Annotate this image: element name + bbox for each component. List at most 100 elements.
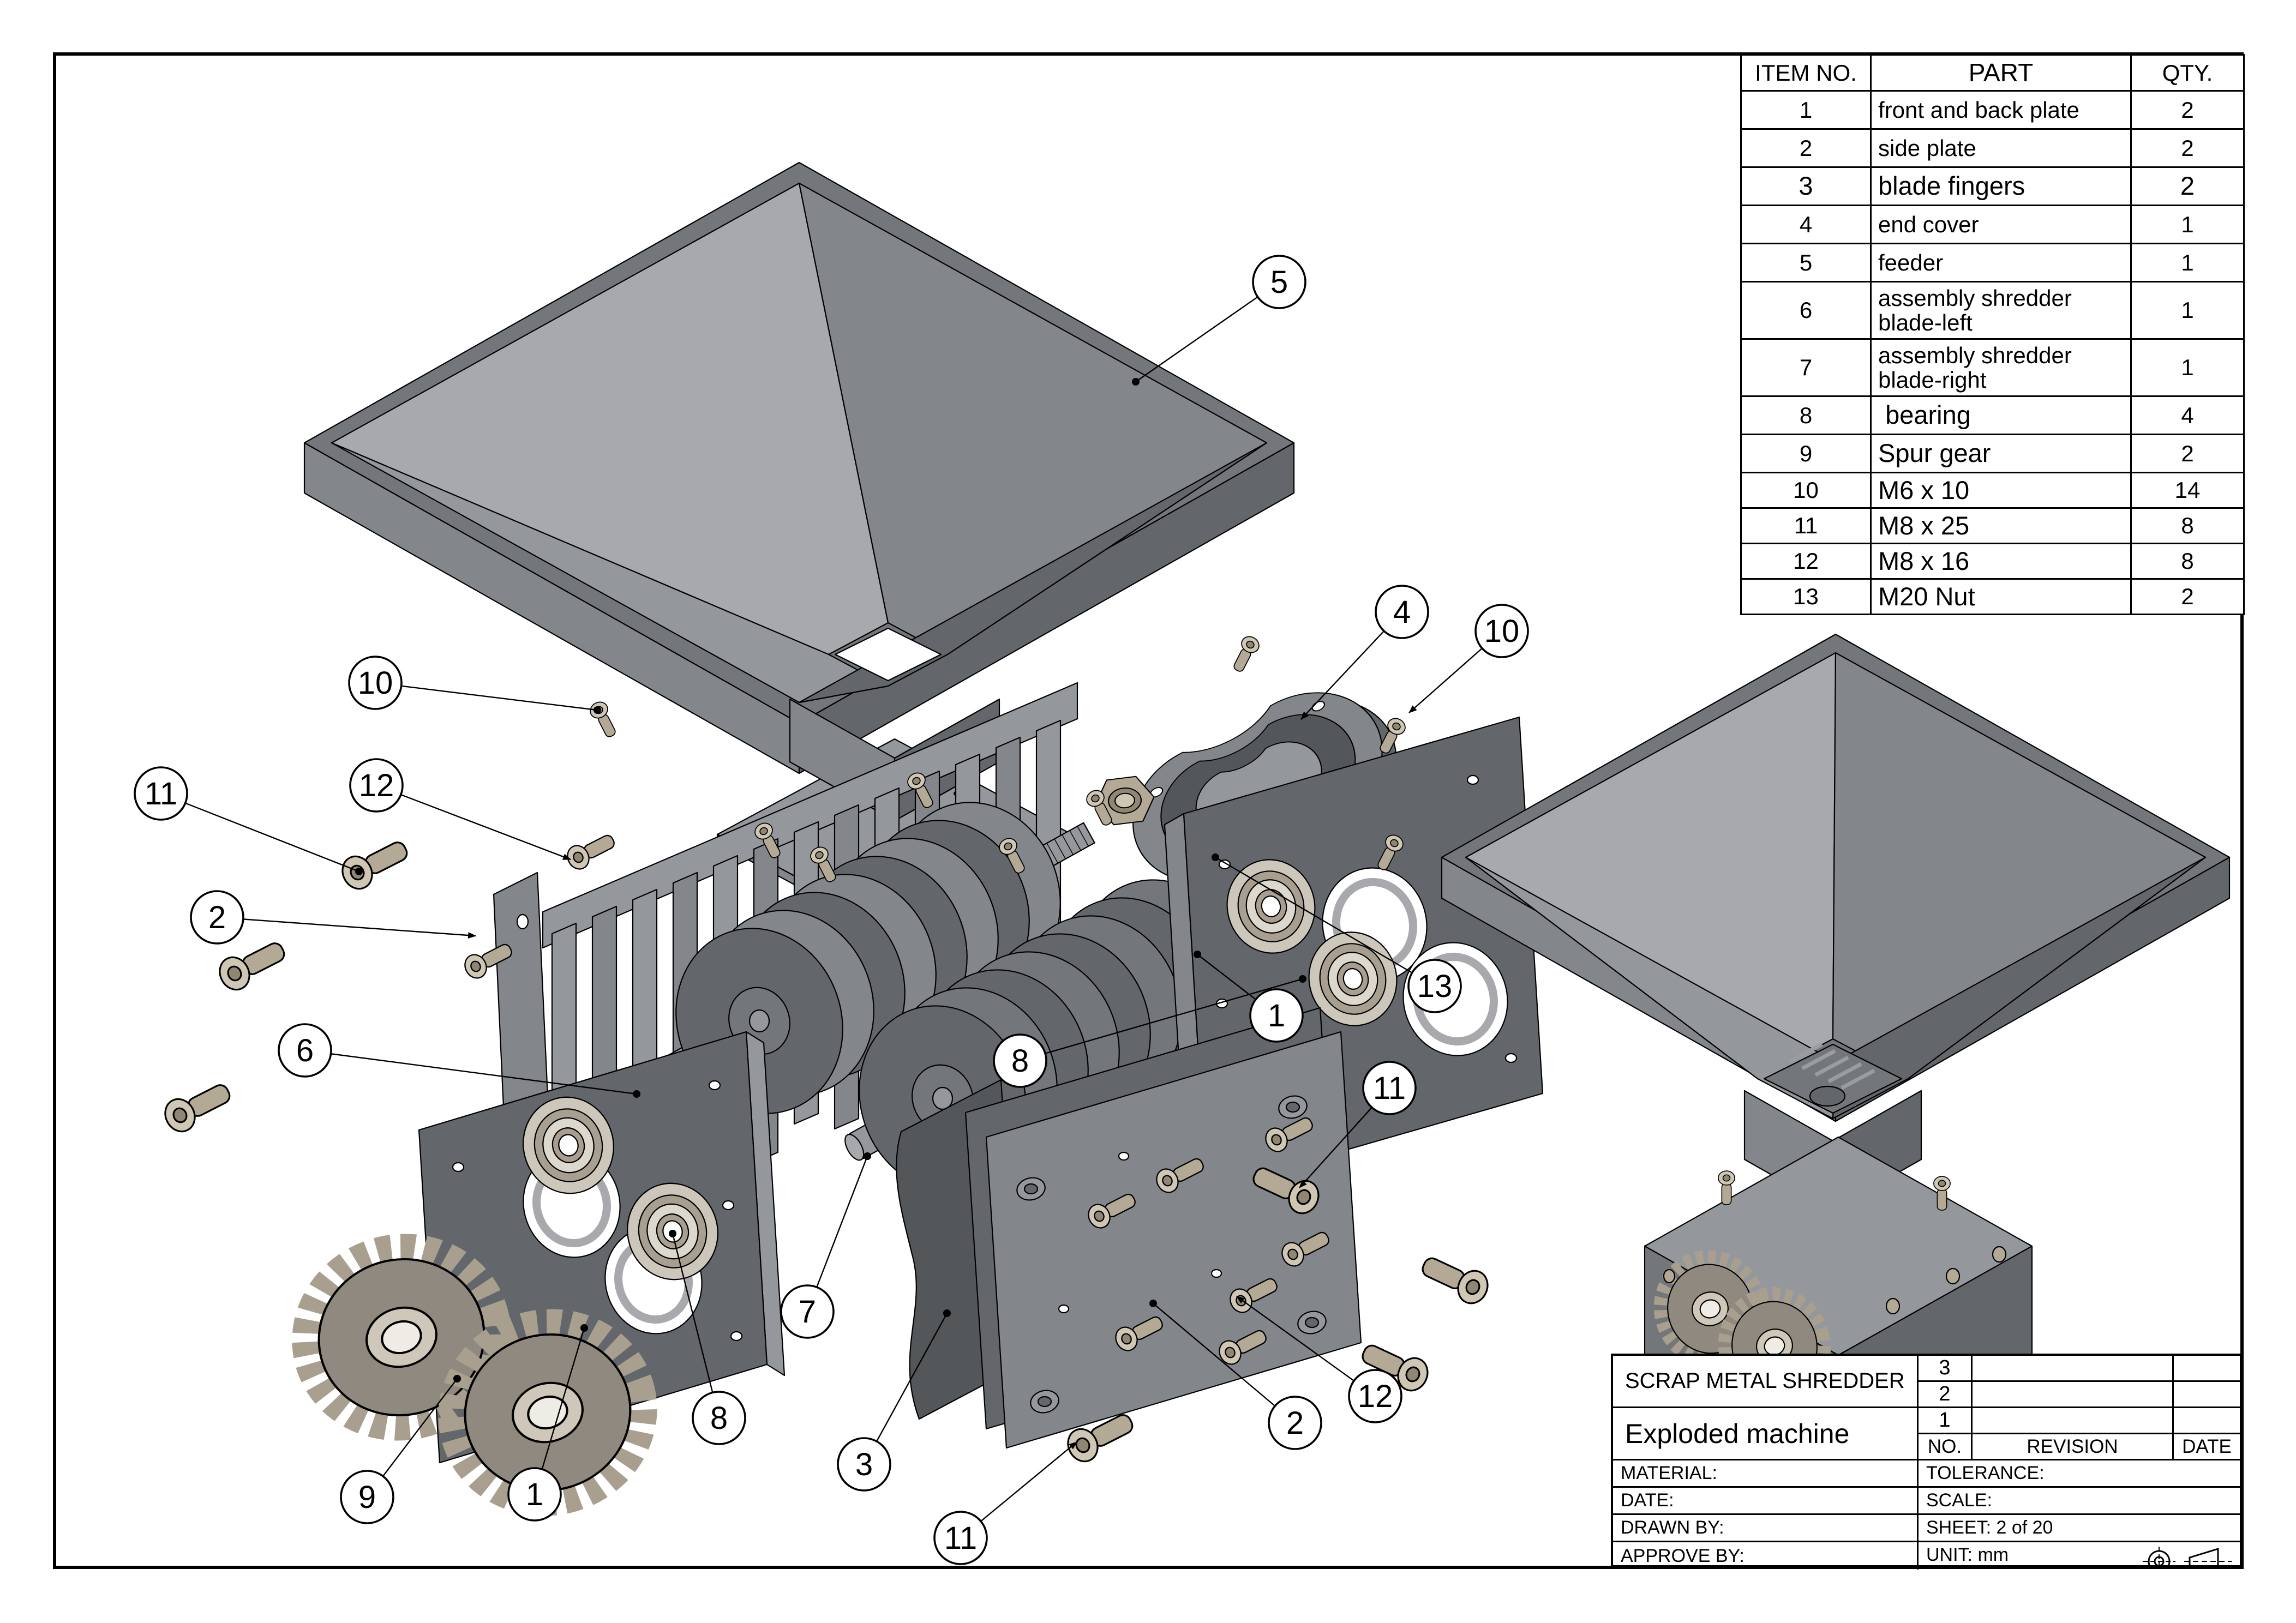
revision-no-header: NO. bbox=[1919, 1434, 1973, 1460]
bom-qty: 2 bbox=[2130, 128, 2245, 168]
revision-row-2-desc bbox=[1973, 1382, 2174, 1408]
tolerance-field: TOLERANCE: bbox=[1919, 1460, 2240, 1488]
svg-text:11: 11 bbox=[944, 1520, 977, 1556]
revision-row-1-no: 1 bbox=[1919, 1408, 1973, 1434]
bom-item: 13 bbox=[1740, 578, 1872, 615]
bom-item: 2 bbox=[1740, 128, 1872, 168]
scale-field: SCALE: bbox=[1919, 1488, 2240, 1515]
svg-text:9: 9 bbox=[358, 1480, 376, 1515]
svg-text:4: 4 bbox=[1393, 594, 1411, 630]
balloon-blade-fingers-3: 3 bbox=[837, 1309, 951, 1492]
bom-qty: 2 bbox=[2130, 90, 2245, 130]
svg-text:3: 3 bbox=[855, 1447, 873, 1482]
bom-item: 9 bbox=[1740, 434, 1872, 473]
balloon-bearing-8-upper: 8 bbox=[993, 975, 1306, 1088]
svg-text:8: 8 bbox=[1011, 1043, 1029, 1079]
bom-part: M8 x 16 bbox=[1870, 543, 2132, 580]
bom-qty: 2 bbox=[2130, 166, 2245, 206]
svg-text:2: 2 bbox=[208, 900, 226, 935]
svg-text:10: 10 bbox=[1484, 614, 1520, 649]
unit-field: UNIT: mm bbox=[1919, 1542, 2240, 1567]
balloon-back-plate-1: 1 bbox=[1194, 951, 1304, 1043]
balloon-shredder-left-6: 6 bbox=[278, 1023, 640, 1098]
svg-text:6: 6 bbox=[296, 1033, 314, 1068]
bom-part: assembly shredder blade-left bbox=[1870, 281, 2132, 340]
balloon-callouts: 5 4 10 13 1 8 11 10 bbox=[134, 255, 1529, 1565]
balloon-m8x16-12-left: 12 bbox=[349, 758, 571, 861]
svg-text:5: 5 bbox=[1270, 265, 1288, 300]
svg-text:12: 12 bbox=[1358, 1379, 1393, 1414]
revision-date-header: DATE bbox=[2174, 1434, 2240, 1460]
revision-row-2-date bbox=[2174, 1382, 2240, 1408]
svg-text:1: 1 bbox=[1268, 998, 1285, 1033]
balloon-side-plate-2-right: 2 bbox=[1149, 1300, 1322, 1450]
bom-qty: 1 bbox=[2130, 338, 2245, 397]
balloon-spur-gear-9: 9 bbox=[340, 1375, 461, 1524]
revision-row-2-no: 2 bbox=[1919, 1382, 1973, 1408]
bom-header-row: ITEM NO. PART QTY. bbox=[1740, 54, 2245, 92]
title-block: SCRAP METAL SHREDDER Exploded machine MA… bbox=[1611, 1354, 2242, 1570]
svg-text:12: 12 bbox=[359, 768, 394, 803]
svg-text:1: 1 bbox=[526, 1477, 543, 1512]
sheet-border bbox=[53, 52, 2244, 1569]
bom-part: side plate bbox=[1870, 128, 2132, 168]
bom-part: blade fingers bbox=[1870, 166, 2132, 206]
revision-row-3-date bbox=[2174, 1356, 2240, 1382]
bom-qty: 8 bbox=[2130, 543, 2245, 580]
bom-part: front and back plate bbox=[1870, 90, 2132, 130]
balloon-front-plate-1: 1 bbox=[507, 1324, 588, 1522]
drawing-title: Exploded machine bbox=[1613, 1408, 1919, 1460]
bom-qty: 1 bbox=[2130, 243, 2245, 282]
balloon-shredder-right-7: 7 bbox=[780, 1152, 871, 1339]
bom-qty: 2 bbox=[2130, 578, 2245, 615]
date-field: DATE: bbox=[1613, 1488, 1919, 1515]
bom-item: 1 bbox=[1740, 90, 1872, 130]
balloon-m6-screw-10-right: 10 bbox=[1408, 604, 1529, 713]
svg-text:11: 11 bbox=[1373, 1071, 1406, 1106]
sheet-number-field: SHEET: 2 of 20 bbox=[1919, 1515, 2240, 1542]
material-field: MATERIAL: bbox=[1613, 1460, 1919, 1488]
bom-part: bearing bbox=[1870, 395, 2132, 435]
balloon-m6-screw-10-left: 10 bbox=[348, 656, 601, 714]
bom-item: 11 bbox=[1740, 507, 1872, 544]
svg-text:10: 10 bbox=[358, 665, 393, 701]
bom-part: M6 x 10 bbox=[1870, 472, 2132, 509]
bom-part: feeder bbox=[1870, 243, 2132, 282]
bom-item: 7 bbox=[1740, 338, 1872, 397]
bom-item: 5 bbox=[1740, 243, 1872, 282]
revision-row-3-no: 3 bbox=[1919, 1356, 1973, 1382]
balloon-bearing-8-lower: 8 bbox=[669, 1230, 746, 1445]
bom-item: 4 bbox=[1740, 205, 1872, 244]
bom-qty: 8 bbox=[2130, 507, 2245, 544]
bom-qty: 1 bbox=[2130, 205, 2245, 244]
unit-label: UNIT: mm bbox=[1926, 1544, 2009, 1565]
svg-text:2: 2 bbox=[1286, 1405, 1304, 1441]
bom-part: assembly shredder blade-right bbox=[1870, 338, 2132, 397]
bom-qty: 1 bbox=[2130, 281, 2245, 340]
bom-qty: 4 bbox=[2130, 395, 2245, 435]
svg-text:8: 8 bbox=[710, 1400, 728, 1436]
bom-part: M8 x 25 bbox=[1870, 507, 2132, 544]
svg-text:13: 13 bbox=[1417, 969, 1453, 1004]
bom-item: 8 bbox=[1740, 395, 1872, 435]
drawn-by-field: DRAWN BY: bbox=[1613, 1515, 1919, 1542]
balloon-m20-nut-13: 13 bbox=[1212, 853, 1462, 1013]
revision-row-3-desc bbox=[1973, 1356, 2174, 1382]
project-name: SCRAP METAL SHREDDER bbox=[1613, 1356, 1919, 1408]
bom-qty: 14 bbox=[2130, 472, 2245, 509]
balloon-side-plate-2-left: 2 bbox=[190, 890, 476, 945]
bom-header-qty: QTY. bbox=[2130, 54, 2245, 92]
bom-qty: 2 bbox=[2130, 434, 2245, 473]
bom-header-part: PART bbox=[1870, 54, 2132, 92]
